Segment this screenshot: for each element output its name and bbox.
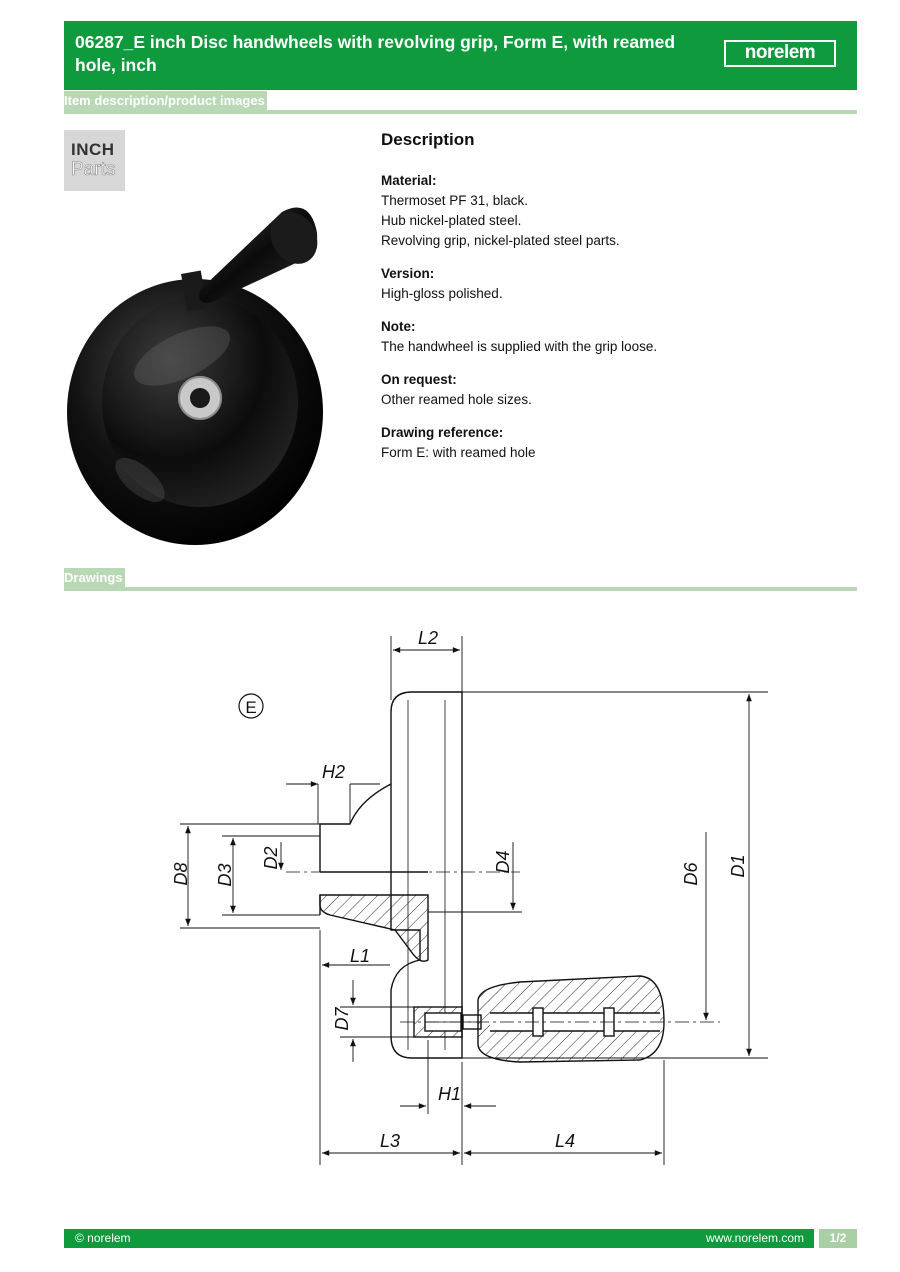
- page-number: 1/2: [819, 1229, 857, 1248]
- badge-line-parts: Parts: [71, 159, 116, 181]
- dim-l1: L1: [350, 946, 370, 966]
- on-request-line: Other reamed hole sizes.: [381, 392, 532, 407]
- drawing-reference-label: Drawing reference:: [381, 425, 504, 440]
- material-label: Material:: [381, 173, 437, 188]
- drawing-reference-line: Form E: with reamed hole: [381, 445, 536, 460]
- description-panel: Description Material: Thermoset PF 31, b…: [381, 128, 841, 476]
- dim-d7: D7: [332, 1007, 352, 1031]
- note-block: Note: The handwheel is supplied with the…: [381, 317, 841, 357]
- dim-d4: D4: [493, 850, 513, 873]
- drawing-reference-block: Drawing reference: Form E: with reamed h…: [381, 423, 841, 463]
- section-divider-item: [64, 110, 857, 114]
- dim-h2: H2: [322, 762, 345, 782]
- dim-l3: L3: [380, 1131, 400, 1151]
- dim-d6: D6: [681, 862, 701, 886]
- dim-h1: H1: [438, 1084, 461, 1104]
- dim-d3: D3: [215, 863, 235, 886]
- version-block: Version: High-gloss polished.: [381, 264, 841, 304]
- on-request-block: On request: Other reamed hole sizes.: [381, 370, 841, 410]
- section-label-item: Item description/product images: [64, 91, 267, 111]
- footer-website-link[interactable]: www.norelem.com: [705, 1231, 804, 1245]
- header-banner: 06287_E inch Disc handwheels with revolv…: [64, 21, 857, 90]
- inch-parts-badge: INCH Parts: [64, 130, 125, 191]
- material-block: Material: Thermoset PF 31, black. Hub ni…: [381, 171, 841, 251]
- form-e-label: E: [245, 698, 256, 717]
- on-request-label: On request:: [381, 372, 457, 387]
- note-label: Note:: [381, 319, 416, 334]
- dim-d1: D1: [728, 854, 748, 877]
- page-title: 06287_E inch Disc handwheels with revolv…: [75, 32, 676, 75]
- section-divider-drawings: [64, 587, 857, 591]
- norelem-logo: norelem: [724, 40, 836, 67]
- footer-copyright: © norelem: [75, 1231, 131, 1245]
- badge-line-inch: INCH: [71, 140, 115, 159]
- material-line: Revolving grip, nickel-plated steel part…: [381, 233, 620, 248]
- form-e-circle: [238, 693, 264, 719]
- material-line: Hub nickel-plated steel.: [381, 213, 522, 228]
- technical-drawing: E L2 H2 L1 H1: [171, 628, 768, 1165]
- product-image-handwheel: [67, 207, 323, 545]
- footer-bar: © norelem www.norelem.com: [64, 1229, 814, 1248]
- dim-d8: D8: [171, 862, 191, 885]
- version-line: High-gloss polished.: [381, 286, 503, 301]
- description-heading: Description: [381, 130, 475, 149]
- version-label: Version:: [381, 266, 435, 281]
- dim-d2: D2: [261, 846, 281, 869]
- material-line: Thermoset PF 31, black.: [381, 193, 529, 208]
- note-line: The handwheel is supplied with the grip …: [381, 339, 658, 354]
- dim-l4: L4: [555, 1131, 575, 1151]
- section-label-drawings: Drawings: [64, 568, 125, 588]
- dim-l2: L2: [418, 628, 438, 648]
